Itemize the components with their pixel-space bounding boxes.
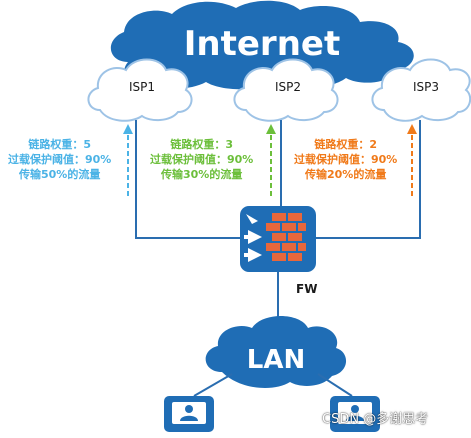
- isp3-weight: 链路权重：2: [314, 138, 377, 151]
- isp3-traffic: 传输20%的流量: [305, 168, 387, 181]
- isp3-label: ISP3: [412, 80, 440, 94]
- isp2-cloud: [233, 58, 339, 122]
- isp1-label: ISP1: [128, 80, 156, 94]
- isp1-threshold: 过载保护阈值：90%: [8, 153, 112, 166]
- isp3-notes: 链路权重：2 过载保护阈值：90% 传输20%的流量: [294, 137, 397, 182]
- isp3-link: [316, 120, 421, 239]
- lan-label: LAN: [247, 345, 305, 375]
- isp2-notes: 链路权重：3 过载保护阈值：90% 传输30%的流量: [150, 137, 253, 182]
- isp1-weight: 链路权重：5: [28, 138, 91, 151]
- watermark: CSDN @多谢思考: [322, 412, 429, 427]
- host-links: [193, 373, 353, 397]
- lan-cloud: LAN: [205, 316, 347, 388]
- isp1-link: [135, 120, 240, 239]
- isp1-traffic: 传输50%的流量: [19, 168, 101, 181]
- firewall-label: FW: [296, 282, 318, 296]
- isp3-threshold: 过载保护阈值：90%: [294, 153, 398, 166]
- isp2-threshold: 过载保护阈值：90%: [150, 153, 254, 166]
- traffic-arrow-isp3: [407, 124, 417, 196]
- host-icon-right: [330, 396, 380, 432]
- internet-label: Internet: [184, 24, 340, 64]
- traffic-arrow-isp2: [266, 124, 276, 196]
- isp2-label: ISP2: [274, 80, 302, 94]
- internet-cloud: Internet: [110, 0, 414, 90]
- isp1-cloud: [87, 58, 193, 122]
- isp2-traffic: 传输30%的流量: [161, 168, 243, 181]
- firewall-icon: [240, 206, 316, 272]
- traffic-arrow-isp1: [123, 124, 133, 196]
- isp3-cloud: [371, 58, 471, 122]
- host-icon-left: [164, 396, 214, 432]
- isp1-notes: 链路权重：5 过载保护阈值：90% 传输50%的流量: [8, 137, 111, 182]
- isp2-weight: 链路权重：3: [170, 138, 233, 151]
